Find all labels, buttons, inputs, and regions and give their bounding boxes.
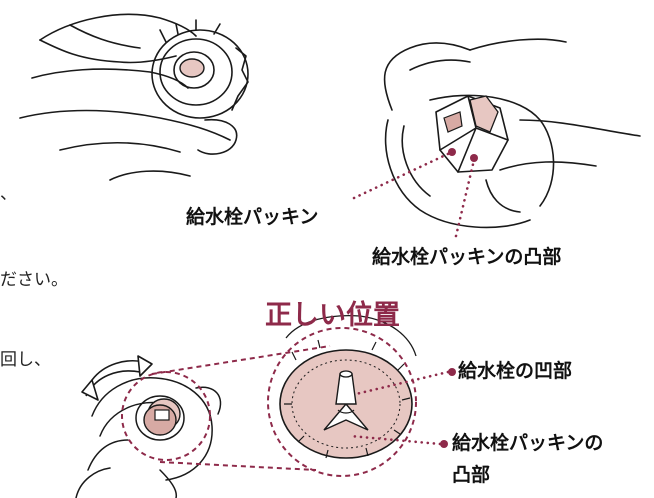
packing-center-highlight [180,59,204,77]
label-packing-convex: 給水栓パッキンの凸部 [372,248,561,267]
text-fragment-1: 、 [0,186,17,203]
hand-rotating-packing-illustration [76,378,221,498]
text-fragment-2: ださい。 [0,272,68,289]
label-packing: 給水栓パッキン [186,208,318,227]
leader-dot-faucet-concave [448,368,456,376]
packing-convex-part [470,96,498,132]
label-packing-convex-lower-line2: 凸部 [452,466,490,485]
label-faucet-concave: 給水栓の凹部 [458,362,572,381]
label-packing-convex-lower-line1: 給水栓パッキンの [452,434,603,453]
correct-position-title: 正しい位置 [265,302,400,329]
leader-dot-packing [448,148,456,156]
text-fragment-3: 回し、 [0,352,51,369]
leader-dot-packing-convex [470,154,478,162]
hand-holding-packing-illustration [20,14,248,180]
leader-lines-upper [354,152,474,236]
packing-center-top [444,112,462,132]
leader-dot-packing-convex-lower [440,440,448,448]
zoom-detail-illustration [268,316,416,476]
hand-inserting-packing-illustration [385,39,640,227]
packing-small-center [155,410,169,420]
